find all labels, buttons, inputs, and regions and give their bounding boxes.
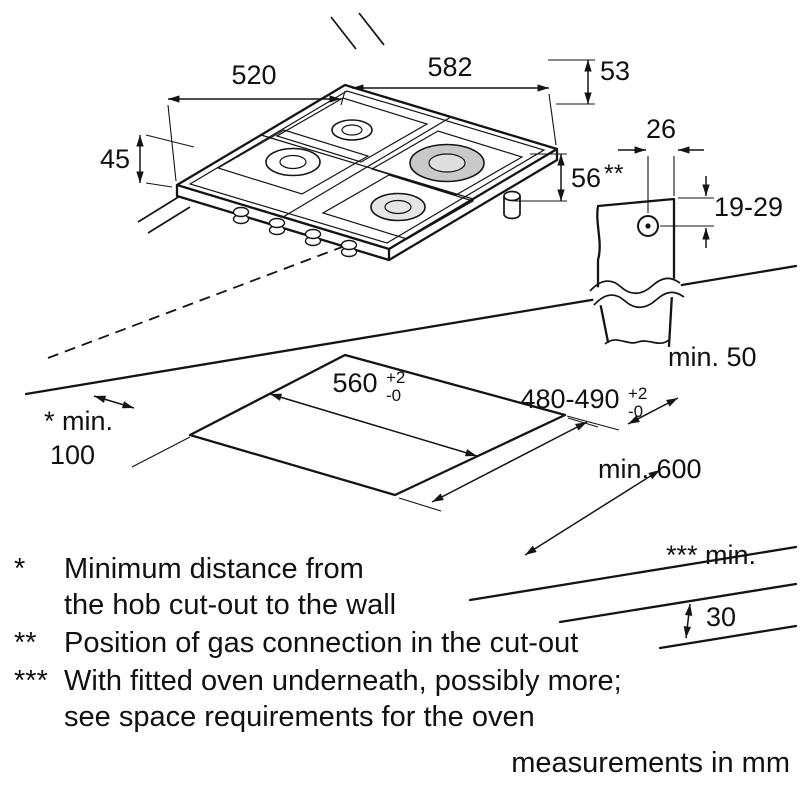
pan-support-grate xyxy=(216,129,370,195)
pan-support-grate xyxy=(321,174,475,240)
dim-cutout-depth-label: 480-490 xyxy=(520,384,619,414)
burner-left xyxy=(265,147,321,177)
dim-hob-total-height-label: 53 xyxy=(600,56,630,86)
pan-support-grate xyxy=(370,130,524,196)
footnote-marker-1: * xyxy=(14,553,25,585)
cutout-width-tolerance-plus: +2 xyxy=(386,368,405,387)
gas-connection-center-dot xyxy=(645,223,651,229)
footnote-marker-3: *** xyxy=(14,665,48,697)
dim-line-min-rear xyxy=(93,395,135,409)
dim-hob-body-height-label: 45 xyxy=(100,144,130,174)
units-label: measurements in mm xyxy=(511,747,790,779)
burner-small-rear xyxy=(331,119,373,141)
burner-front xyxy=(370,192,426,222)
footnote-2: Position of gas connection in the cut-ou… xyxy=(64,627,578,659)
min-rear-wall-label-line2: 100 xyxy=(50,440,95,470)
control-knob xyxy=(268,217,286,236)
worktop-surface-marks xyxy=(137,195,191,234)
dim-gas-height-label: 56 xyxy=(571,163,601,193)
worktop-drawing xyxy=(24,246,798,650)
extension-line xyxy=(145,134,195,148)
worktop-bottom-edge xyxy=(558,582,798,624)
dim-cutout-width-label: 560 xyxy=(332,368,377,398)
footnote-3-line-1: With fitted oven underneath, possibly mo… xyxy=(64,665,622,697)
detail-bottom-break xyxy=(604,339,670,345)
footnote-1-line-1: Minimum distance from xyxy=(64,553,364,585)
dim-line-min-side xyxy=(627,397,679,425)
gas-position-marker: ** xyxy=(604,160,624,188)
burner-large-right xyxy=(409,143,485,183)
dim-line-min-oven xyxy=(683,603,693,639)
extension-line xyxy=(398,497,442,512)
min-oven-label-line1: *** min. xyxy=(666,540,756,570)
hob-inner-rim xyxy=(188,90,546,244)
min-rear-wall-label-line1: * min. xyxy=(44,406,113,436)
cutout-dimensions: 560 +2 -0 480-490 +2 -0 min. 50 * min. 1… xyxy=(44,342,757,639)
extension-line xyxy=(566,415,620,431)
footnote-marker-2: ** xyxy=(14,627,37,659)
extension-marks xyxy=(330,12,385,50)
detail-outline-upper xyxy=(596,197,676,290)
gas-inlet-stub xyxy=(503,190,521,220)
dim-line-worktop-depth xyxy=(524,469,661,556)
footnote-3-line-2: see space requirements for the oven xyxy=(64,701,535,733)
cutout-depth-tolerance-plus: +2 xyxy=(628,384,647,403)
hob-dimensions: 520 582 53 45 56 xyxy=(100,12,630,234)
dim-hob-width-label: 582 xyxy=(427,52,472,82)
worktop-front-edge xyxy=(468,545,798,602)
dim-hob-depth-label: 520 xyxy=(231,60,276,90)
cutout-width-tolerance-minus: -0 xyxy=(386,386,401,405)
extension-line xyxy=(548,93,557,146)
extension-line xyxy=(145,182,173,188)
extension-line xyxy=(131,436,191,468)
break-line xyxy=(593,291,685,309)
grate-divider-lines xyxy=(260,116,474,218)
dim-line-cutout-depth xyxy=(431,421,588,503)
gas-connection-detail: 26 ** 19-29 xyxy=(589,114,783,348)
break-mask xyxy=(592,278,682,306)
extension-line xyxy=(167,104,177,182)
worktop-depth-label: min. 600 xyxy=(598,454,702,484)
extension-line xyxy=(567,417,599,428)
footnote-1-line-2: the hob cut-out to the wall xyxy=(64,589,396,621)
break-line xyxy=(589,277,681,295)
control-knob xyxy=(340,239,358,258)
control-knob xyxy=(232,206,250,225)
extension-line xyxy=(340,90,346,106)
pan-support-grate xyxy=(275,97,429,163)
min-oven-label-line2: 30 xyxy=(706,602,736,632)
dim-gas-offset-label: 26 xyxy=(646,114,676,144)
control-knob xyxy=(304,228,322,247)
oven-top-edge xyxy=(658,624,798,650)
wall-reference-dashed-line xyxy=(47,246,343,359)
footnotes: * Minimum distance from the hob cut-out … xyxy=(14,553,790,779)
min-side-wall-label: min. 50 xyxy=(668,342,757,372)
dim-gas-range-label: 19-29 xyxy=(714,192,783,222)
detail-outline-lower xyxy=(598,292,674,348)
hob-drawing xyxy=(175,83,559,262)
